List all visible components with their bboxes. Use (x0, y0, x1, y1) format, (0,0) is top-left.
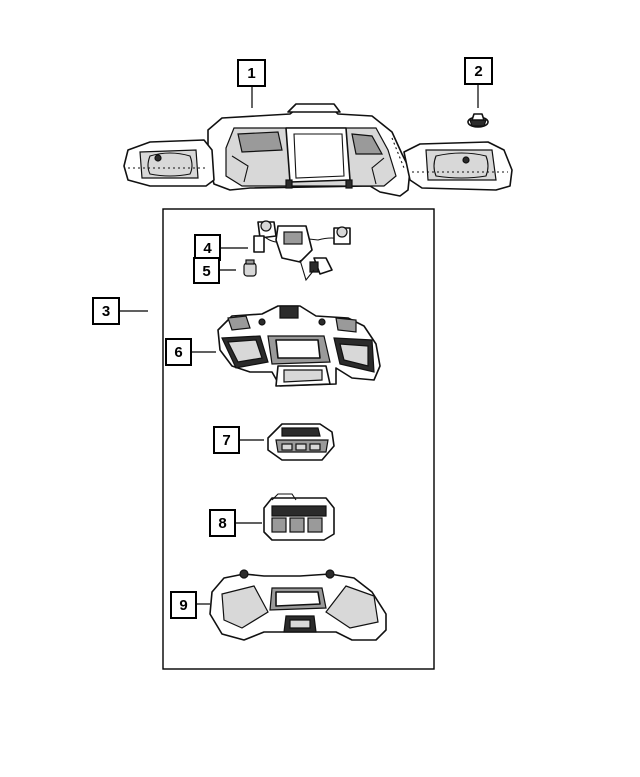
callout-3-label: 3 (102, 303, 110, 320)
part-6-console-housing (217, 305, 381, 387)
part-9-trim-bezel (209, 569, 387, 641)
callout-2-label: 2 (474, 63, 482, 80)
callout-5: 5 (193, 257, 220, 284)
callout-5-label: 5 (202, 263, 210, 280)
callout-1: 1 (237, 59, 266, 87)
callout-9-label: 9 (179, 597, 187, 614)
callout-6-label: 6 (174, 344, 182, 361)
callout-3: 3 (92, 297, 120, 325)
part-1-headliner-bezel (123, 103, 513, 197)
callout-7: 7 (213, 426, 240, 454)
callout-7-label: 7 (222, 432, 230, 449)
part-2-clip (467, 113, 489, 128)
callout-8-label: 8 (218, 515, 226, 532)
part-7-switch-module (267, 423, 335, 461)
callout-9: 9 (170, 591, 197, 619)
callout-4-label: 4 (203, 240, 212, 257)
part-5-bulb (243, 259, 257, 277)
part-8-switch-bank (263, 493, 335, 541)
assembly-3-frame (162, 208, 435, 670)
callout-6: 6 (165, 338, 192, 366)
callout-4: 4 (194, 234, 221, 261)
callout-1-label: 1 (247, 65, 255, 82)
callout-2: 2 (464, 57, 493, 85)
callout-8: 8 (209, 509, 236, 537)
part-4-harness (253, 220, 351, 282)
